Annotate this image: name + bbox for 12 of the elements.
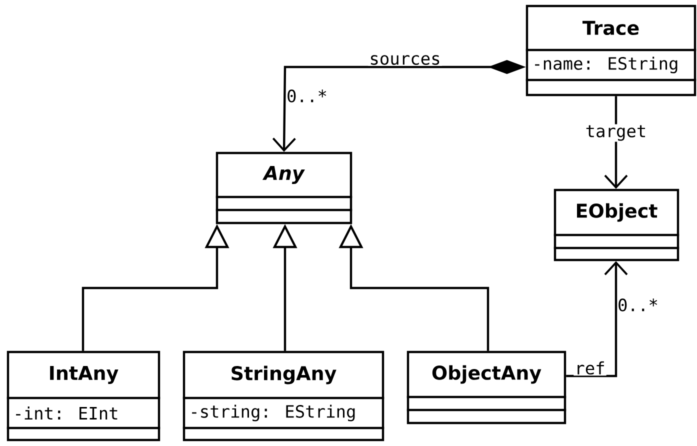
edge-label: target xyxy=(584,124,648,142)
multiplicity-label: 0..* xyxy=(288,90,326,102)
class-box: Any xyxy=(216,152,352,224)
class-box: IntAny -int: EInt xyxy=(6,350,160,442)
class-box: StringAny -string: EString xyxy=(182,350,384,442)
class-box: EObject xyxy=(554,188,680,262)
association-arrow xyxy=(566,261,628,378)
class-box: Trace -name: EString xyxy=(526,4,696,96)
edge-label: ref xyxy=(574,360,606,376)
multiplicity-label: 0..* xyxy=(618,298,658,312)
class-box: ObjectAny xyxy=(406,350,566,424)
edge-label: sources xyxy=(368,54,442,66)
